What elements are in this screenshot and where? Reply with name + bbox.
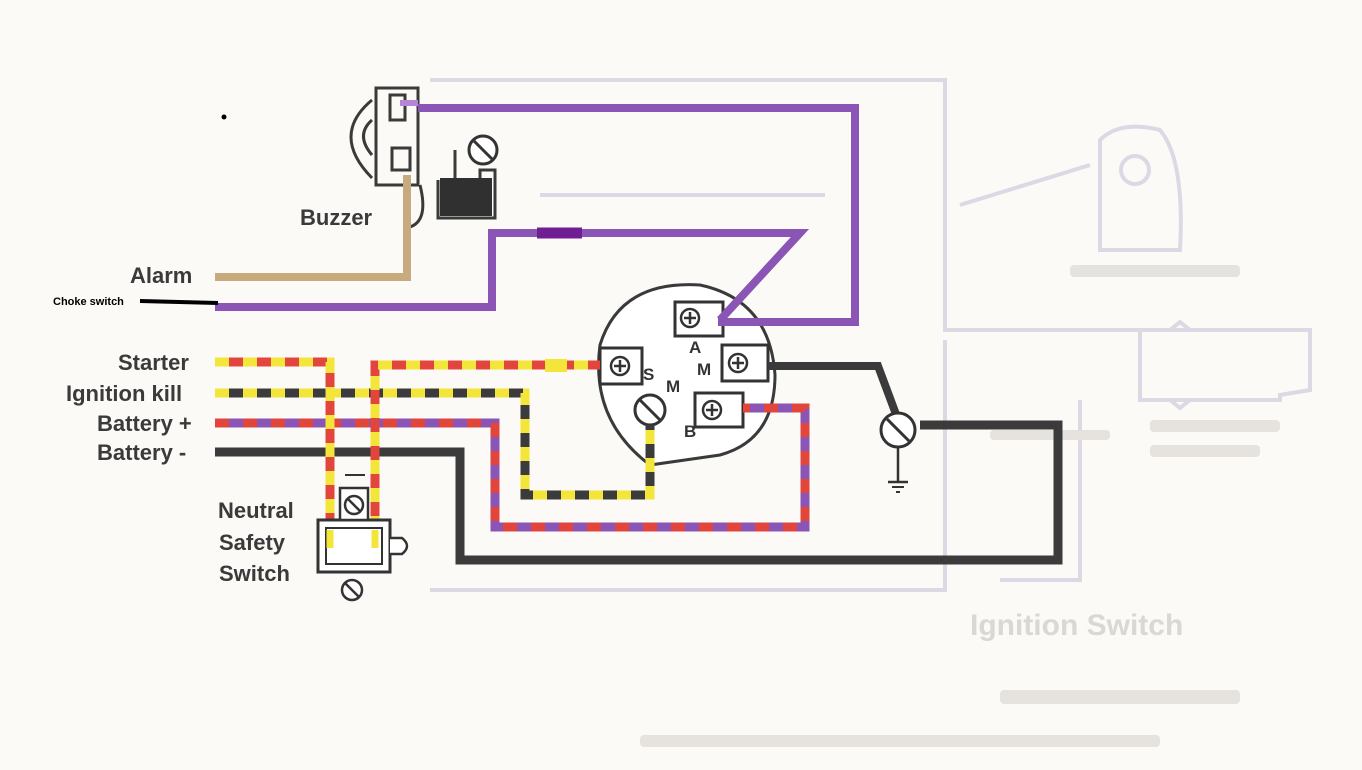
choke-switch-label: Choke switch — [53, 296, 124, 308]
wire-battery-plus-stripe — [215, 403, 810, 532]
ignition-switch — [597, 283, 777, 467]
wire-starter-switch-stripe — [370, 360, 600, 530]
wire-tan-alarm — [215, 175, 411, 281]
terminal-a-label: A — [689, 338, 701, 357]
terminal-b-label: B — [684, 422, 696, 441]
neutral-switch-leads — [326, 530, 379, 548]
battery-plus-label: Battery + — [97, 411, 192, 436]
terminal-m-center-label: M — [666, 377, 680, 396]
buzzer-label: Buzzer — [300, 205, 373, 230]
safety-label: Safety — [219, 530, 286, 555]
wire-ignition-kill-base — [215, 388, 655, 500]
faded-background-outline — [430, 78, 1312, 592]
wire-purple-choke — [215, 229, 810, 323]
wire-purple-buzzer — [418, 104, 859, 326]
terminal-s-label: S — [643, 365, 654, 384]
neutral-label: Neutral — [218, 498, 294, 523]
ignition-kill-label: Ignition kill — [66, 381, 182, 406]
choke-switch-pointer — [139, 299, 219, 305]
buzzer — [349, 86, 497, 230]
wire-starter-yellow-highlight — [545, 359, 567, 372]
wire-ignition-kill-stripe — [215, 388, 655, 500]
switch-label: Switch — [219, 561, 290, 586]
faded-text-lines — [640, 265, 1280, 747]
wire-black-battery-minus — [215, 420, 1063, 565]
ground-symbol-icon — [879, 411, 917, 493]
stray-dot — [221, 114, 227, 120]
starter-label: Starter — [118, 350, 189, 375]
alarm-label: Alarm — [130, 263, 192, 288]
wire-starter-stripe — [215, 357, 335, 530]
buzzer-bracket — [440, 178, 492, 216]
terminal-m-right-label: M — [697, 360, 711, 379]
wire-black-m-terminal — [768, 362, 904, 427]
screw-terminal-icon — [467, 134, 499, 166]
battery-minus-label: Battery - — [97, 440, 186, 465]
faded-heading: Ignition Switch — [970, 609, 1183, 642]
